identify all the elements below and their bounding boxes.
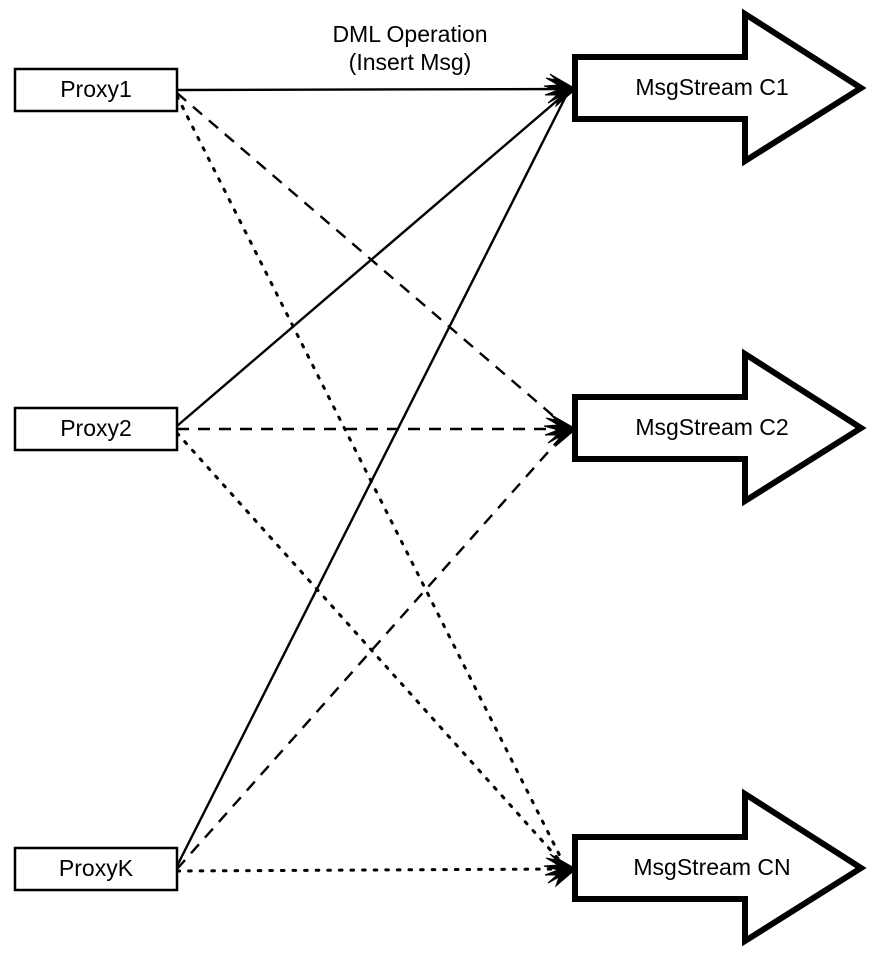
proxy-box-proxy1[interactable] — [13, 67, 179, 113]
msgstream-label-cn: MsgStream CN — [633, 854, 790, 880]
arrowhead-c2 — [543, 413, 577, 448]
link-proxy1-to-c1 — [176, 87, 568, 92]
msgstream-node-c2[interactable]: MsgStream C2 — [572, 348, 867, 507]
link-proxyk-to-c2 — [176, 432, 566, 870]
annotation-line-1: DML Operation — [332, 21, 487, 47]
streams-layer: MsgStream C1 MsgStream C2 MsgStream CN — [572, 8, 867, 947]
proxy-label-proxy1: Proxy1 — [60, 76, 132, 102]
arrowheads-layer — [543, 73, 577, 888]
proxy-box-proxyk[interactable] — [13, 846, 179, 892]
msgstream-arrow-shape-cn[interactable] — [572, 788, 867, 947]
msgstream-node-cn[interactable]: MsgStream CN — [572, 788, 867, 947]
link-proxyk-to-cn — [175, 867, 565, 873]
msgstream-arrow-shape-c1[interactable] — [572, 8, 867, 167]
proxy-label-proxyk: ProxyK — [59, 855, 134, 881]
proxy-node-proxy2[interactable]: Proxy2 — [13, 406, 179, 452]
link-proxy1-to-cn — [175, 94, 565, 864]
proxy-node-proxy1[interactable]: Proxy1 — [13, 67, 179, 113]
arrowhead-cn — [543, 853, 577, 888]
msgstream-node-c1[interactable]: MsgStream C1 — [572, 8, 867, 167]
link-proxy2-to-cn — [175, 431, 565, 866]
arrowhead-c1 — [543, 73, 577, 108]
proxy-box-proxy2[interactable] — [13, 406, 179, 452]
proxy-node-proxyk[interactable]: ProxyK — [13, 846, 179, 892]
links-layer — [175, 87, 568, 873]
msgstream-arrow-shape-c2[interactable] — [572, 348, 867, 507]
msgstream-label-c1: MsgStream C1 — [635, 74, 788, 100]
link-proxy2-to-c1 — [176, 92, 567, 427]
annotation-line-2: (Insert Msg) — [349, 49, 472, 75]
proxy-label-proxy2: Proxy2 — [60, 415, 132, 441]
link-proxyk-to-c1 — [175, 95, 568, 867]
msgstream-label-c2: MsgStream C2 — [635, 414, 788, 440]
edge-annotation-group: DML Operation (Insert Msg) — [332, 21, 487, 75]
